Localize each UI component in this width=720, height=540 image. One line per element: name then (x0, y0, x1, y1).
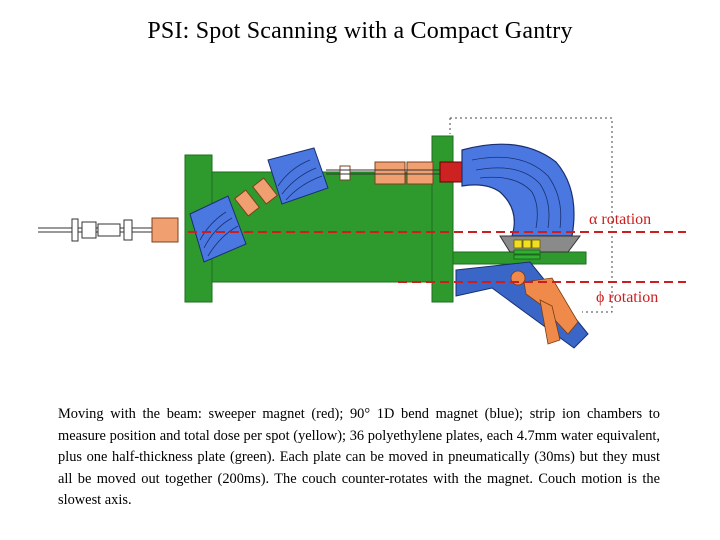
beam-line-upstream (38, 218, 152, 242)
page-title: PSI: Spot Scanning with a Compact Gantry (147, 18, 573, 44)
beam-line-midstream (326, 169, 440, 175)
range-shifter-plates (513, 249, 541, 260)
sweeper-magnet (439, 161, 463, 183)
phi-symbol: ϕ (596, 289, 605, 306)
bend-magnet-90 (461, 143, 575, 237)
bend-magnet-1 (189, 195, 247, 263)
quadrupole-magnets (151, 161, 434, 243)
ion-chambers (513, 239, 541, 249)
phi-rotation-label: ϕ rotation (596, 289, 658, 307)
gantry-diagram (38, 117, 686, 349)
bend-magnet-2 (267, 147, 329, 205)
rotating-frame-outline (449, 117, 613, 313)
alpha-rotation-text: rotation (601, 211, 652, 228)
alpha-symbol: α (589, 211, 598, 228)
caption-text: Moving with the beam: sweeper magnet (re… (58, 406, 660, 508)
alpha-rotation-label: α rotation (589, 211, 651, 229)
phi-rotation-text: rotation (608, 289, 659, 306)
